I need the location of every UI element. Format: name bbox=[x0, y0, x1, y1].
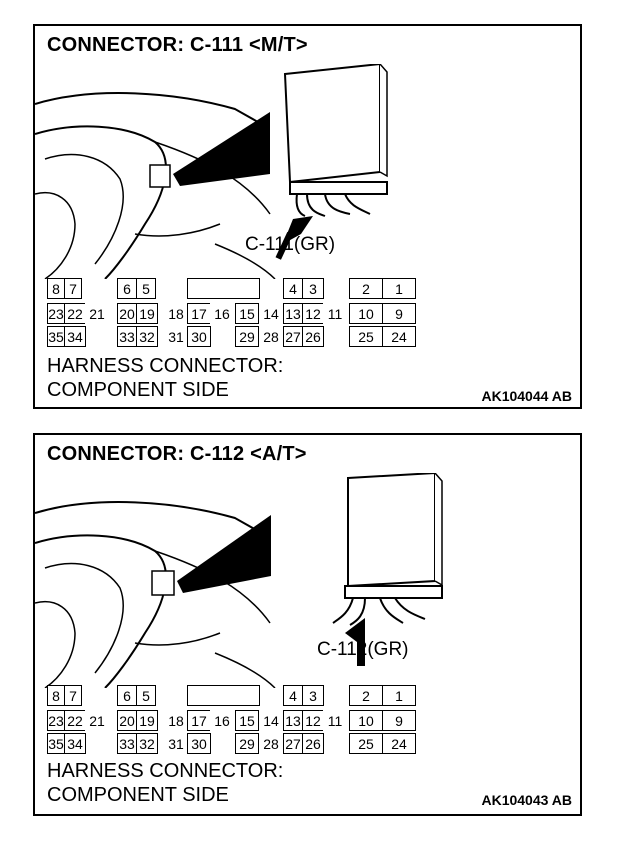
pin: 5 bbox=[136, 278, 156, 299]
pin: 32 bbox=[136, 326, 158, 347]
dashboard-illustration bbox=[35, 473, 443, 688]
pin: 4 bbox=[283, 685, 303, 706]
connector-panel-c111: CONNECTOR: C-111 <M/T> C-111(GR) 8 7 6 5… bbox=[33, 24, 582, 409]
pin-blank bbox=[187, 278, 260, 299]
pin: 1 bbox=[382, 685, 416, 706]
pin: 6 bbox=[117, 278, 137, 299]
connector-location-marker bbox=[149, 164, 171, 188]
pin: 15 bbox=[235, 710, 259, 731]
pin: 33 bbox=[117, 326, 137, 347]
pin: 33 bbox=[117, 733, 137, 754]
pin: 35 bbox=[47, 326, 65, 347]
dashboard-illustration bbox=[35, 64, 388, 279]
pin: 18 bbox=[165, 710, 187, 731]
pin: 17 bbox=[187, 710, 211, 731]
connector-panel-c112: CONNECTOR: C-112 <A/T> C-112(GR) 8 7 6 5… bbox=[33, 433, 582, 816]
pin: 14 bbox=[259, 710, 283, 731]
harness-line-1: HARNESS CONNECTOR: bbox=[47, 355, 284, 377]
pin: 23 bbox=[47, 710, 65, 731]
pin: 24 bbox=[382, 733, 416, 754]
pin: 3 bbox=[302, 278, 324, 299]
pin: 11 bbox=[323, 710, 347, 731]
pin: 35 bbox=[47, 733, 65, 754]
pin: 26 bbox=[302, 733, 324, 754]
ecu-module bbox=[283, 64, 381, 184]
pin: 34 bbox=[64, 326, 86, 347]
pin: 23 bbox=[47, 303, 65, 324]
pin: 19 bbox=[136, 710, 158, 731]
pin: 2 bbox=[349, 685, 383, 706]
figure-code: AK104044 AB bbox=[481, 388, 572, 404]
pin: 10 bbox=[349, 303, 383, 324]
pin: 12 bbox=[302, 303, 324, 324]
pin: 29 bbox=[235, 733, 259, 754]
pin: 31 bbox=[165, 326, 187, 347]
pin-blank bbox=[187, 685, 260, 706]
pin: 6 bbox=[117, 685, 137, 706]
pin: 18 bbox=[165, 303, 187, 324]
ecu-module bbox=[347, 473, 436, 588]
harness-line-1: HARNESS CONNECTOR: bbox=[47, 760, 284, 782]
pin: 31 bbox=[165, 733, 187, 754]
pin: 16 bbox=[210, 303, 234, 324]
pin: 10 bbox=[349, 710, 383, 731]
pin: 28 bbox=[259, 326, 283, 347]
panel-title: CONNECTOR: C-111 <M/T> bbox=[47, 34, 308, 56]
pin: 22 bbox=[64, 710, 86, 731]
pin: 14 bbox=[259, 303, 283, 324]
pin: 2 bbox=[349, 278, 383, 299]
pin: 28 bbox=[259, 733, 283, 754]
pin: 21 bbox=[85, 303, 109, 324]
pin: 30 bbox=[187, 733, 211, 754]
pin: 32 bbox=[136, 733, 158, 754]
connector-label: C-111(GR) bbox=[245, 234, 336, 255]
pin: 5 bbox=[136, 685, 156, 706]
pin: 11 bbox=[323, 303, 347, 324]
pin: 13 bbox=[283, 710, 303, 731]
pin: 27 bbox=[283, 733, 303, 754]
pin: 34 bbox=[64, 733, 86, 754]
pin: 8 bbox=[47, 685, 65, 706]
pin: 29 bbox=[235, 326, 259, 347]
pin: 20 bbox=[117, 303, 137, 324]
pin: 22 bbox=[64, 303, 86, 324]
connector-location-marker bbox=[151, 570, 175, 596]
pin: 7 bbox=[64, 278, 82, 299]
pin: 12 bbox=[302, 710, 324, 731]
pin: 21 bbox=[85, 710, 109, 731]
figure-code: AK104043 AB bbox=[481, 792, 572, 808]
pin: 17 bbox=[187, 303, 211, 324]
pin: 27 bbox=[283, 326, 303, 347]
pin: 8 bbox=[47, 278, 65, 299]
pin: 9 bbox=[382, 710, 416, 731]
pin: 4 bbox=[283, 278, 303, 299]
pin: 13 bbox=[283, 303, 303, 324]
pin: 9 bbox=[382, 303, 416, 324]
pin: 25 bbox=[349, 326, 383, 347]
pin: 20 bbox=[117, 710, 137, 731]
harness-caption: HARNESS CONNECTOR: COMPONENT SIDE bbox=[47, 759, 283, 807]
pin: 25 bbox=[349, 733, 383, 754]
pin: 30 bbox=[187, 326, 211, 347]
connector-label: C-112(GR) bbox=[317, 639, 409, 660]
pin: 1 bbox=[382, 278, 416, 299]
harness-line-2: COMPONENT SIDE bbox=[47, 379, 229, 401]
panel-title: CONNECTOR: C-112 <A/T> bbox=[47, 443, 307, 465]
pin: 19 bbox=[136, 303, 158, 324]
pin: 26 bbox=[302, 326, 324, 347]
pin: 15 bbox=[235, 303, 259, 324]
harness-line-2: COMPONENT SIDE bbox=[47, 784, 229, 806]
pin: 24 bbox=[382, 326, 416, 347]
pin: 3 bbox=[302, 685, 324, 706]
harness-caption: HARNESS CONNECTOR: COMPONENT SIDE bbox=[47, 354, 283, 402]
pin: 7 bbox=[64, 685, 82, 706]
pin: 16 bbox=[210, 710, 234, 731]
